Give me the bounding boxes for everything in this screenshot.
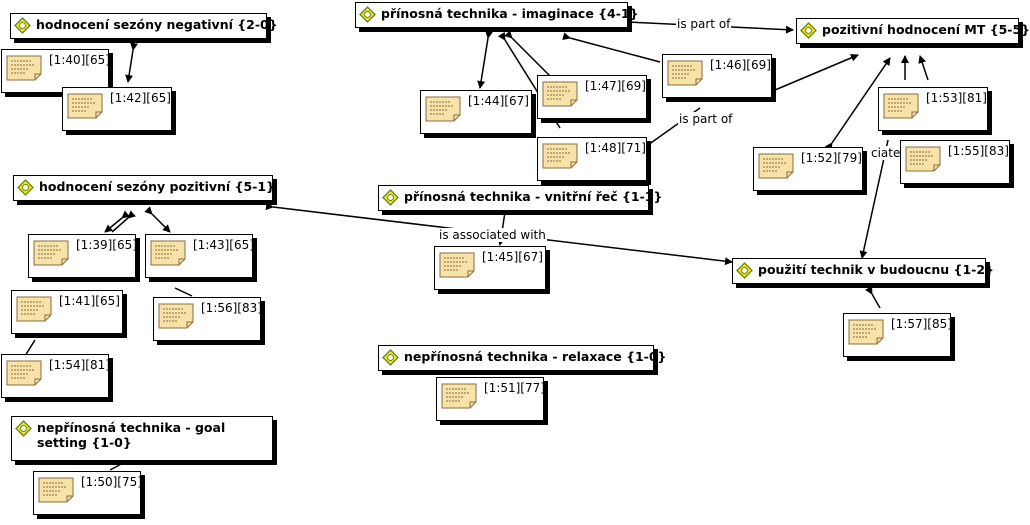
- quotation-node-1-56[interactable]: [1:56][83]: [153, 297, 262, 341]
- code-node-prinosna-imaginace[interactable]: přínosná technika - imaginace {4-1}: [355, 2, 639, 28]
- quotation-icon: [542, 143, 578, 169]
- quotation-label: [1:54][81]: [49, 358, 110, 372]
- quotation-icon: [6, 360, 42, 386]
- quotation-icon: [441, 383, 477, 409]
- link-imaginace-q144: [477, 30, 494, 89]
- code-node-hodnoceni-pozitivni[interactable]: hodnocení sezóny pozitivní {5-1}: [13, 175, 275, 201]
- link-q146-pozitivni-mt: [774, 54, 859, 91]
- code-icon: [14, 17, 31, 34]
- quotation-node-1-53[interactable]: [1:53][81]: [878, 87, 988, 131]
- link-goal-q150: [109, 461, 126, 471]
- code-icon: [736, 262, 753, 279]
- code-label: hodnocení sezóny negativní {2-0}: [36, 17, 278, 32]
- code-node-hodnoceni-negativni[interactable]: hodnocení sezóny negativní {2-0}: [10, 13, 278, 39]
- quotation-icon: [667, 60, 703, 86]
- quotation-label: [1:51][77]: [484, 381, 545, 395]
- code-node-neprinosna-goal-setting[interactable]: nepřínosná technika - goal setting {1-0}: [11, 416, 273, 461]
- quotation-label: [1:47][69]: [585, 79, 646, 93]
- code-icon: [15, 420, 32, 437]
- quotation-label: [1:40][65]: [49, 53, 110, 67]
- quotation-label: [1:39][65]: [76, 238, 137, 252]
- quotation-icon: [848, 319, 884, 345]
- quotation-icon: [33, 240, 69, 266]
- quotation-label: [1:53][81]: [926, 91, 987, 105]
- quotation-label: [1:50][75]: [81, 475, 142, 489]
- relation-label-is-associated-with: is associated with: [438, 228, 547, 242]
- quotation-node-1-47[interactable]: [1:47][69]: [537, 75, 647, 119]
- code-label: použití technik v budoucnu {1-2}: [758, 262, 994, 277]
- quotation-icon: [758, 153, 794, 179]
- quotation-label: [1:56][83]: [201, 301, 262, 315]
- quotation-node-1-51[interactable]: [1:51][77]: [436, 377, 545, 421]
- code-label: pozitivní hodnocení MT {5-5}: [822, 22, 1030, 37]
- quotation-icon: [150, 240, 186, 266]
- link-pozitivni-q143: [144, 206, 171, 233]
- quotation-label: [1:52][79]: [801, 151, 862, 165]
- quotation-icon: [905, 146, 941, 172]
- quotation-node-1-40[interactable]: [1:40][65]: [1, 49, 110, 93]
- quotation-node-1-41[interactable]: [1:41][65]: [11, 290, 123, 334]
- quotation-icon: [542, 81, 578, 107]
- link-pozitivni-q139: [104, 210, 130, 233]
- link-negativni-q142: [125, 42, 139, 83]
- code-node-neprinosna-relaxace[interactable]: nepřínosná technika - relaxace {1-0}: [378, 345, 666, 371]
- code-icon: [359, 6, 376, 23]
- code-label: nepřínosná technika - goal setting {1-0}: [37, 420, 226, 450]
- code-label: nepřínosná technika - relaxace {1-0}: [404, 349, 667, 364]
- code-node-pozitivni-mt[interactable]: pozitivní hodnocení MT {5-5}: [796, 18, 1030, 44]
- code-node-prinosna-vnitrni-rec[interactable]: přínosná technika - vnitřní řeč {1-1}: [378, 185, 662, 211]
- link-q143-q156: [174, 287, 193, 297]
- quotation-icon: [883, 93, 919, 119]
- quotation-node-1-57[interactable]: [1:57][85]: [843, 313, 952, 357]
- quotation-label: [1:48][71]: [585, 141, 646, 155]
- quotation-icon: [158, 303, 194, 329]
- quotation-label: [1:57][85]: [891, 317, 952, 331]
- quotation-icon: [425, 96, 461, 122]
- code-icon: [800, 22, 817, 39]
- quotation-label: [1:45][67]: [482, 250, 543, 264]
- quotation-label: [1:44][67]: [468, 94, 529, 108]
- quotation-node-1-50[interactable]: [1:50][75]: [33, 471, 142, 515]
- quotation-node-1-43[interactable]: [1:43][65]: [145, 234, 254, 278]
- link-q153b-pozitivni-mt: [918, 55, 929, 81]
- code-icon: [17, 179, 34, 196]
- link-pouziti-q157: [865, 285, 881, 309]
- relation-label-is-part-of: is part of: [678, 112, 734, 126]
- quotation-label: [1:41][65]: [59, 294, 120, 308]
- quotation-icon: [38, 477, 74, 503]
- code-icon: [382, 189, 399, 206]
- quotation-label: [1:55][83]: [948, 144, 1009, 158]
- quotation-icon: [6, 55, 42, 81]
- code-label: hodnocení sezóny pozitivní {5-1}: [39, 179, 275, 194]
- relation-label-is-part-of: is part of: [676, 17, 732, 31]
- quotation-node-1-46[interactable]: [1:46][69]: [662, 54, 772, 98]
- quotation-node-1-42[interactable]: [1:42][65]: [62, 87, 172, 131]
- quotation-label: [1:46][69]: [710, 58, 771, 72]
- quotation-icon: [16, 296, 52, 322]
- quotation-node-1-45[interactable]: [1:45][67]: [434, 246, 546, 290]
- relation-label-associated-partial: ciate: [870, 146, 902, 160]
- quotation-icon: [439, 252, 475, 278]
- quotation-node-1-52[interactable]: [1:52][79]: [753, 147, 863, 191]
- code-label: přínosná technika - imaginace {4-1}: [381, 6, 639, 21]
- quotation-node-1-55[interactable]: [1:55][83]: [900, 140, 1010, 184]
- quotation-node-1-54[interactable]: [1:54][81]: [1, 354, 110, 398]
- code-node-pouziti-technik[interactable]: použití technik v budoucnu {1-2}: [732, 258, 994, 284]
- quotation-label: [1:43][65]: [193, 238, 254, 252]
- quotation-label: [1:42][65]: [110, 91, 171, 105]
- code-icon: [382, 349, 399, 366]
- quotation-icon: [67, 93, 103, 119]
- quotation-node-1-44[interactable]: [1:44][67]: [420, 90, 532, 134]
- link-imaginace-q146: [562, 32, 661, 63]
- quotation-node-1-48[interactable]: [1:48][71]: [537, 137, 647, 181]
- quotation-node-1-39[interactable]: [1:39][65]: [28, 234, 137, 278]
- code-label: přínosná technika - vnitřní řeč {1-1}: [404, 189, 663, 204]
- link-pozitivni-q139b: [111, 210, 136, 233]
